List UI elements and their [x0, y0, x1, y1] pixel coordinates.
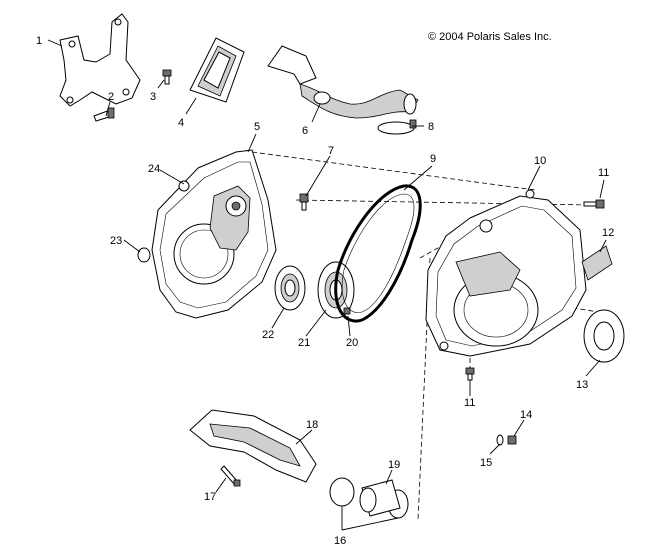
part-8-hose-clamp — [377, 119, 417, 135]
callout-10: 10 — [534, 155, 546, 167]
part-22-seal — [274, 265, 306, 311]
callout-labels: 1 2 3 4 5 6 7 8 9 10 11 11 12 13 14 15 1… — [36, 35, 614, 547]
callout-23: 23 — [110, 235, 122, 247]
copyright-text: © 2004 Polaris Sales Inc. — [428, 31, 552, 43]
callout-22: 22 — [262, 329, 274, 341]
callout-24: 24 — [148, 163, 160, 175]
callout-12: 12 — [602, 227, 614, 239]
part-7-bolt — [299, 193, 309, 211]
callout-16: 16 — [334, 535, 346, 547]
part-2-bolt — [93, 107, 115, 122]
callout-15: 15 — [480, 457, 492, 469]
callout-19: 19 — [388, 459, 400, 471]
part-20-screw — [343, 307, 351, 315]
callout-8: 8 — [428, 121, 434, 133]
part-5-inner-cover — [151, 149, 277, 319]
part-10-outer-cover — [425, 189, 587, 357]
callout-6: 6 — [302, 125, 308, 137]
callout-13: 13 — [576, 379, 588, 391]
callout-2: 2 — [108, 91, 114, 103]
part-13-gasket-ring — [583, 309, 625, 363]
callout-21: 21 — [298, 337, 310, 349]
callout-11-lower: 11 — [464, 397, 475, 409]
part-12-decal — [581, 245, 613, 281]
callout-5: 5 — [254, 121, 260, 133]
part-15-o-ring — [496, 434, 504, 446]
part-11-screw-upper — [583, 199, 605, 209]
part-19-duct-adapter — [359, 479, 401, 517]
part-1-mounting-bracket — [59, 13, 141, 107]
leader-lines — [47, 39, 607, 531]
callout-1: 1 — [36, 35, 42, 47]
part-18-exhaust-duct — [189, 409, 317, 483]
callout-14: 14 — [520, 409, 532, 421]
part-14-plug — [507, 435, 517, 445]
callout-11-upper: 11 — [598, 167, 609, 179]
callout-9: 9 — [430, 153, 436, 165]
part-6-intake-hose — [267, 45, 419, 119]
callout-3: 3 — [150, 91, 156, 103]
callout-4: 4 — [178, 117, 184, 129]
callout-17: 17 — [204, 491, 216, 503]
part-23-plug — [137, 247, 151, 263]
callout-18: 18 — [306, 419, 318, 431]
part-4-duct-boot — [189, 37, 245, 103]
part-3-screw — [162, 69, 172, 85]
callout-7: 7 — [328, 145, 334, 157]
part-11-screw-lower — [465, 367, 475, 381]
callout-20: 20 — [346, 337, 358, 349]
part-17-screw — [220, 465, 241, 487]
